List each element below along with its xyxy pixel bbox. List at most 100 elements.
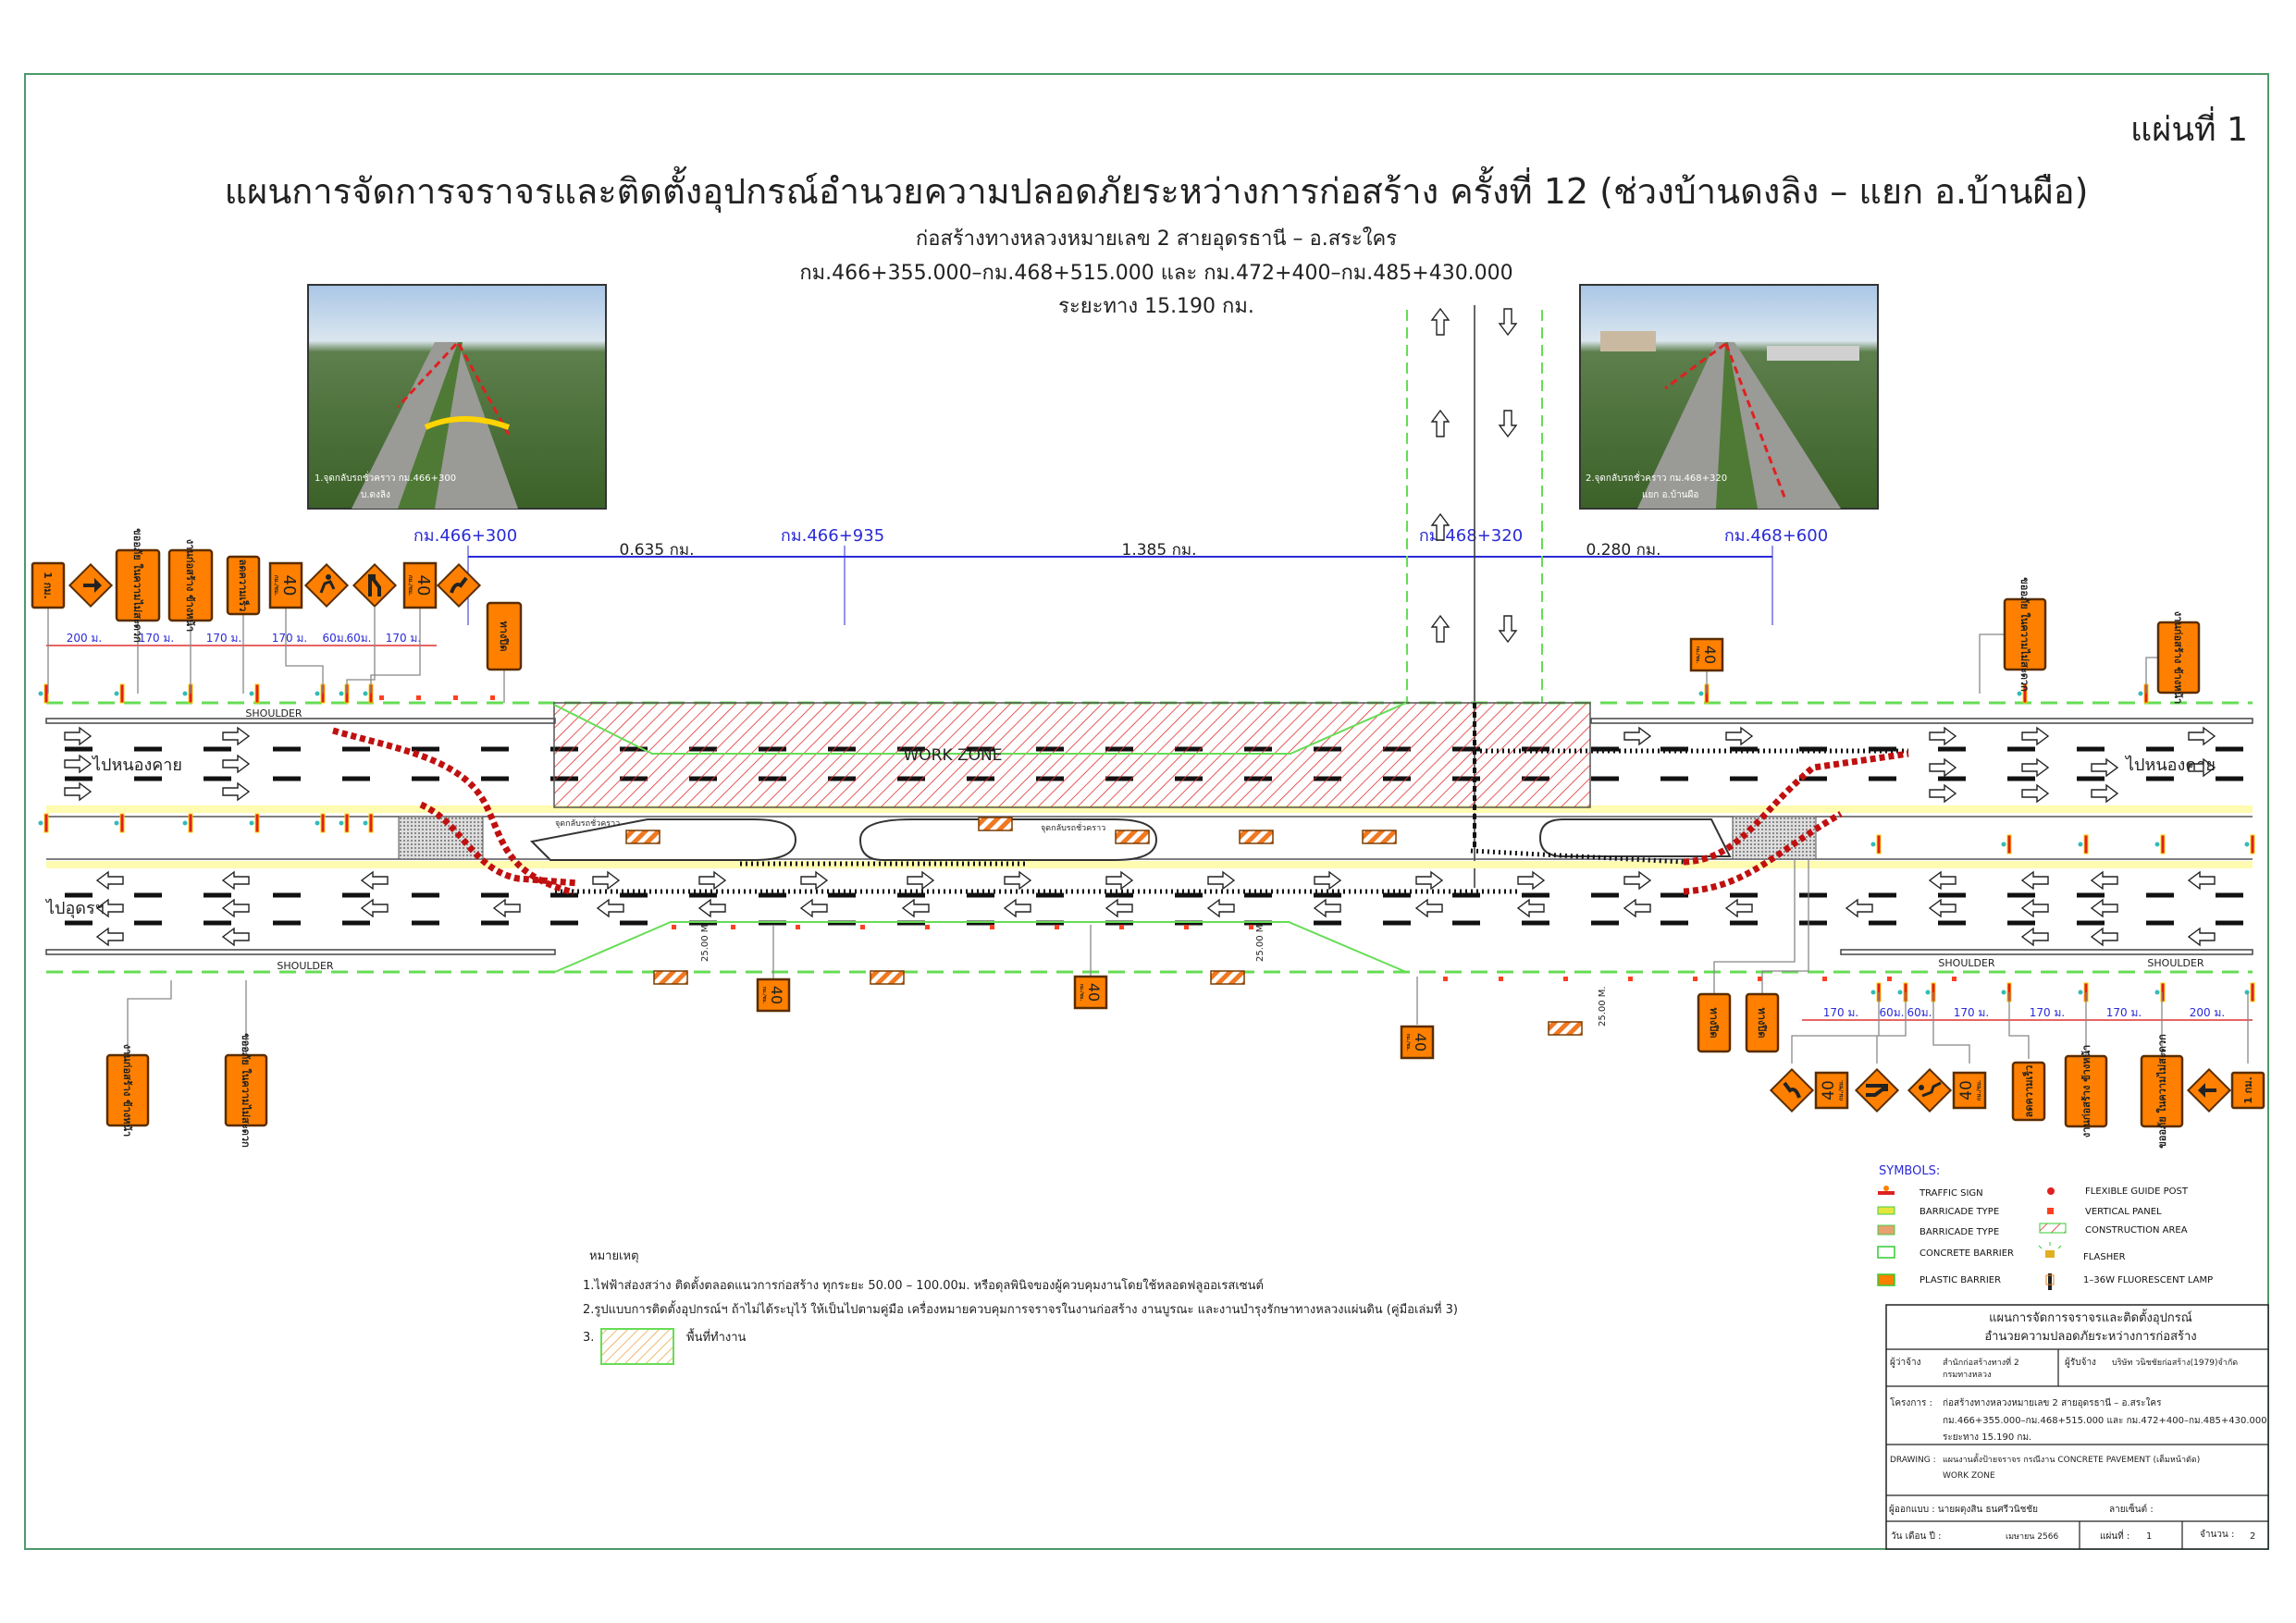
- sign-slow-down: ลดความเร็ว: [2011, 1061, 2046, 1122]
- photo-uturn-2: 2.จุดกลับรถชั่วคราว กม.468+320 แยก อ.บ้า…: [1579, 284, 1879, 510]
- highway: SHOULDER SHOULDER SHOULDER SHOULDER: [45, 701, 2253, 974]
- sign-sorry: ขออภัย ในความไม่สะดวก: [224, 1033, 268, 1148]
- vertical-panels: [379, 695, 1957, 981]
- svg-text:ลดความเร็ว: ลดความเร็ว: [2022, 1065, 2035, 1118]
- spacing-label: 200 ม.: [2190, 1006, 2225, 1019]
- spacing-label: 25.00 M.: [1255, 921, 1265, 962]
- designer: ผู้ออกแบบ : นายผดุงสิน ธนศรีวนิชชัย: [1889, 1504, 2038, 1515]
- drawing: WORK ZONE: [1943, 1471, 1995, 1481]
- sign-road-closed: ทางปิด: [1697, 992, 1732, 1053]
- uturn-label: จุดกลับรถชั่วคราว: [1041, 821, 1105, 833]
- svg-text:40: 40: [1085, 983, 1103, 1002]
- shoulder-label: SHOULDER: [2147, 957, 2204, 969]
- spacing-label: 170 ม.: [1954, 1006, 1989, 1019]
- spacing-label: 60ม.: [323, 632, 348, 645]
- subtitle-distance: ระยะทาง 15.190 กม.: [1058, 295, 1254, 318]
- sign-curve: [436, 562, 482, 609]
- plastic-barrier-icon: [1877, 1273, 1895, 1286]
- station-dimensions: กม.466+300 กม.466+935 กม.468+320 กม.468+…: [414, 526, 1828, 625]
- subtitle-stations: กม.466+355.000–กม.468+515.000 และ กม.472…: [799, 262, 1512, 285]
- legend-label: 1–36W FLUORESCENT LAMP: [2083, 1275, 2213, 1285]
- date-label: วัน เดือน ปี :: [1891, 1531, 1941, 1542]
- legend-label: VERTICAL PANEL: [2085, 1207, 2162, 1217]
- median-island: [529, 818, 797, 861]
- left-spacing-dims: 200 ม. 170 ม. 170 ม. 170 ม. 60ม. 60ม. 17…: [46, 632, 437, 646]
- photo-uturn-1: 1.จุดกลับรถชั่วคราว กม.466+300 บ.ดงลิง: [307, 284, 607, 510]
- spacing-label: 25.00 M.: [1598, 986, 1608, 1027]
- sheet-no: 1: [2146, 1531, 2152, 1542]
- sign-road-closed: ทางปิด: [1745, 992, 1780, 1053]
- svg-text:1 กม.: 1 กม.: [42, 572, 54, 599]
- titleblock-heading: แผนการจัดการจราจรและติดตั้งอุปกรณ์: [1989, 1309, 2192, 1325]
- svg-text:ขออภัย ในความไม่สะดวก: ขออภัย ในความไม่สะดวก: [2155, 1034, 2168, 1149]
- uturn-label: จุดกลับรถชั่วคราว: [555, 817, 620, 829]
- sign-construction-ahead: งานก่อสร้าง ข้างหน้า: [105, 1044, 150, 1137]
- legend-label: FLASHER: [2083, 1252, 2126, 1262]
- legend-label: PLASTIC BARRIER: [1920, 1275, 2001, 1285]
- svg-text:กม./ชม.: กม./ชม.: [273, 575, 279, 596]
- sign-1km: 1 กม.: [31, 561, 66, 609]
- station-label: กม.468+320: [1419, 526, 1523, 546]
- channelizer-tapers: [332, 727, 1909, 896]
- right-spacing-dims: 170 ม. 60ม. 60ม. 170 ม. 170 ม. 170 ม. 20…: [1802, 1006, 2253, 1021]
- svg-text:กม./ชม.: กม./ชม.: [1079, 984, 1084, 1002]
- barricade-icon: [1877, 1206, 1895, 1215]
- photo-caption-place: แยก อ.บ้านผือ: [1642, 489, 1698, 500]
- subtitle-road: ก่อสร้างทางหลวงหมายเลข 2 สายอุดรธานี – อ…: [916, 227, 1397, 251]
- svg-text:งานก่อสร้าง ข้างหน้า: งานก่อสร้าง ข้างหน้า: [121, 1044, 133, 1137]
- station-label: กม.468+600: [1724, 526, 1828, 546]
- contractor: บริษัท วนิชชัยก่อสร้าง(1979)จำกัด: [2112, 1358, 2238, 1368]
- spacing-label: 170 ม.: [2106, 1006, 2142, 1019]
- spacing-label: 170 ม.: [386, 632, 421, 645]
- sign-diamond-arrow: [2186, 1067, 2232, 1113]
- spacing-label: 25.00 M.: [700, 921, 710, 962]
- svg-text:40: 40: [1820, 1080, 1838, 1100]
- note-1: 1.ไฟฟ้าส่องสว่าง ติดตั้งตลอดแนวการก่อสร้…: [583, 1276, 1264, 1293]
- svg-text:40: 40: [1701, 646, 1719, 664]
- spacing-label: 170 ม.: [272, 632, 307, 645]
- svg-text:งานก่อสร้าง ข้างหน้า: งานก่อสร้าง ข้างหน้า: [2172, 611, 2184, 704]
- svg-text:ทางปิด: ทางปิด: [1708, 1008, 1720, 1039]
- date: เมษายน 2566: [2006, 1532, 2058, 1542]
- svg-text:1 กม.: 1 กม.: [2242, 1076, 2254, 1104]
- traffic-sign-icon: [1878, 1186, 1895, 1195]
- sign-diamond-arrow: [68, 562, 114, 609]
- legend-label: TRAFFIC SIGN: [1919, 1188, 1983, 1199]
- drawing: แผนงานตั้งป้ายจราจร กรณีงาน CONCRETE PAV…: [1943, 1453, 2200, 1465]
- svg-text:กม./ชม.: กม./ชม.: [761, 987, 767, 1004]
- employer-label: ผู้ว่าจ้าง: [1890, 1357, 1921, 1368]
- distance-label: 1.385 กม.: [1122, 541, 1197, 559]
- photo-caption: 2.จุดกลับรถชั่วคราว กม.468+320: [1586, 471, 1727, 484]
- work-zone: WORK ZONE: [553, 702, 1591, 808]
- direction-label-udon: ไปอุดรฯ: [44, 898, 105, 918]
- svg-text:งานก่อสร้าง ข้างหน้า: งานก่อสร้าง ข้างหน้า: [2080, 1045, 2092, 1137]
- direction-label-nongkhai: ไปหนองคาย: [2124, 755, 2216, 775]
- sign-slow-down: ลดความเร็ว: [226, 555, 261, 616]
- sign-leader-lines: [47, 604, 2249, 1064]
- sign-sorry: ขออภัย ในความไม่สะดวก: [2003, 577, 2047, 692]
- sheet-border: [24, 73, 2269, 1550]
- sign-lane-merge: [1854, 1067, 1900, 1113]
- construction-area-icon: [2039, 1223, 2067, 1234]
- station-label: กม.466+300: [414, 526, 517, 546]
- signature-label: ลายเซ็นต์ :: [2109, 1502, 2154, 1515]
- legend-label: CONSTRUCTION AREA: [2085, 1225, 2188, 1236]
- flasher-icon: [2038, 1242, 2062, 1258]
- shoulder-label: SHOULDER: [245, 707, 302, 719]
- station-label: กม.466+935: [781, 526, 884, 546]
- svg-text:40: 40: [1412, 1033, 1429, 1051]
- work-zone-label: WORK ZONE: [903, 746, 1002, 765]
- svg-text:40: 40: [768, 986, 785, 1004]
- legend-label: CONCRETE BARRIER: [1920, 1248, 2014, 1259]
- svg-text:กม./ชม.: กม./ชม.: [1405, 1034, 1411, 1051]
- work-area-swatch: [600, 1328, 674, 1365]
- legend-label: FLEXIBLE GUIDE POST: [2085, 1187, 2189, 1197]
- note-3: พื้นที่ทำงาน: [686, 1328, 747, 1345]
- project: ก่อสร้างทางหลวงหมายเลข 2 สายอุดรธานี – อ…: [1943, 1397, 2162, 1408]
- svg-text:ขออภัย ในความไม่สะดวก: ขออภัย ในความไม่สะดวก: [240, 1033, 253, 1148]
- sign-road-closed: ทางปิด: [486, 601, 523, 671]
